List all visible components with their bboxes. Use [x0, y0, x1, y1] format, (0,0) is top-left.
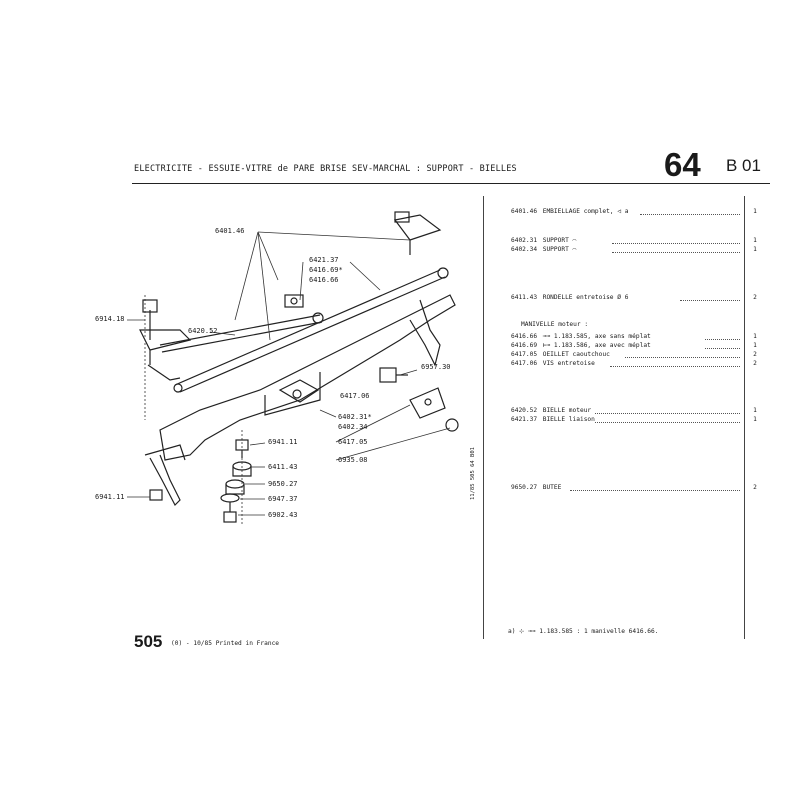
callout-6902-43: 6902.43 [268, 511, 298, 519]
part-ref: 6416.69 [511, 342, 538, 349]
part-ref: 6411.43 [511, 294, 538, 301]
part-qty: 1 [753, 246, 757, 253]
list-item: 6421.37 BIELLE liaison 1 [511, 415, 773, 424]
leader-dots [705, 339, 740, 340]
part-ref: 6401.46 [511, 208, 538, 215]
callout-6421-37: 6421.37 [309, 256, 339, 264]
print-info: (0) - 10/85 Printed in France [171, 640, 280, 647]
callout-6402-34: 6402.34 [338, 423, 368, 431]
leader-dots [625, 357, 740, 358]
part-ref: 6417.06 [511, 360, 538, 367]
part-qty: 2 [753, 360, 757, 367]
part-desc: ⊸⊸ 1.183.585, axe sans méplat [542, 333, 651, 340]
part-desc: OEILLET caoutchouc [542, 351, 610, 358]
part-desc: BIELLE liaison [542, 416, 595, 423]
leader-dots [705, 348, 740, 349]
list-item: 6401.46 EMBIELLAGE complet, ◁ a 1 [511, 207, 773, 216]
part-qty: 1 [753, 416, 757, 423]
part-ref: 9650.27 [511, 484, 538, 491]
part-ref: 6421.37 [511, 416, 538, 423]
list-item: 6417.05 OEILLET caoutchouc 2 [511, 350, 773, 359]
callout-6416-66: 6416.66 [309, 276, 339, 284]
list-item: 6402.31 SUPPORT ⌒ 1 [511, 236, 773, 245]
callout-6402-31: 6402.31* [338, 413, 372, 421]
part-desc: EMBIELLAGE complet, ◁ a [542, 208, 629, 215]
part-qty: 1 [753, 237, 757, 244]
leader-dots [612, 243, 740, 244]
callout-6401-46: 6401.46 [215, 227, 245, 235]
part-ref: 6402.34 [511, 246, 538, 253]
callout-9650-27: 9650.27 [268, 480, 298, 488]
part-ref: 6416.66 [511, 333, 538, 340]
header-rule [132, 183, 770, 184]
part-ref: 6402.31 [511, 237, 538, 244]
leader-dots [610, 366, 740, 367]
callout-6957-30: 6957.30 [421, 363, 451, 371]
callout-6420-52: 6420.52 [188, 327, 218, 335]
list-item: 6417.06 VIS entretoise 2 [511, 359, 773, 368]
section-subcode: B 01 [726, 156, 761, 175]
quantity-divider [744, 196, 745, 639]
part-desc: SUPPORT ⌒ [542, 237, 577, 244]
list-item: 9650.27 BUTEE 2 [511, 483, 773, 492]
leader-dots [595, 422, 740, 423]
subheading: MANIVELLE moteur : [521, 321, 589, 328]
model-number: 505 [134, 632, 163, 651]
part-desc: BUTEE [542, 484, 562, 491]
footnote: a) ⊹ ⊸⊸ 1.183.585 : 1 manivelle 6416.66. [508, 628, 659, 635]
part-qty: 2 [753, 294, 757, 301]
column-divider [483, 196, 484, 639]
part-qty: 1 [753, 407, 757, 414]
list-item: 6402.34 SUPPORT ⌒ 1 [511, 245, 773, 254]
vertical-reference: 11/85 505 64 B01 [470, 447, 476, 500]
section-number: 64 [664, 146, 701, 183]
leader-dots [680, 300, 740, 301]
leader-dots [640, 214, 740, 215]
list-item: 6416.69 ⊢⊸ 1.183.586, axe avec méplat 1 [511, 341, 773, 350]
callout-6417-06: 6417.06 [340, 392, 370, 400]
part-qty: 2 [753, 351, 757, 358]
part-desc: RONDELLE entretoise Ø 6 [542, 294, 629, 301]
callout-6411-43: 6411.43 [268, 463, 298, 471]
leader-dots [612, 252, 740, 253]
part-ref: 6420.52 [511, 407, 538, 414]
part-desc: ⊢⊸ 1.183.586, axe avec méplat [542, 342, 651, 349]
callout-6417-05: 6417.05 [338, 438, 368, 446]
leader-dots [570, 490, 740, 491]
list-item: 6420.52 BIELLE moteur 1 [511, 406, 773, 415]
part-desc: VIS entretoise [542, 360, 595, 367]
leader-dots [595, 413, 740, 414]
page-title: ELECTRICITE - ESSUIE-VITRE de PARE BRISE… [134, 164, 517, 174]
callout-6941-11-bottom: 6941.11 [95, 493, 125, 501]
part-qty: 1 [753, 208, 757, 215]
callout-6914-18: 6914.18 [95, 315, 125, 323]
callout-6947-37: 6947.37 [268, 495, 298, 503]
callout-6416-69: 6416.69* [309, 266, 343, 274]
list-item: 6416.66 ⊸⊸ 1.183.585, axe sans méplat 1 [511, 332, 773, 341]
part-desc: SUPPORT ⌒ [542, 246, 577, 253]
callout-6935-08: 6935.08 [338, 456, 368, 464]
part-desc: BIELLE moteur [542, 407, 592, 414]
part-qty: 1 [753, 333, 757, 340]
part-qty: 1 [753, 342, 757, 349]
part-ref: 6417.05 [511, 351, 538, 358]
callout-6941-11-top: 6941.11 [268, 438, 298, 446]
list-item: 6411.43 RONDELLE entretoise Ø 6 2 [511, 293, 773, 302]
part-qty: 2 [753, 484, 757, 491]
